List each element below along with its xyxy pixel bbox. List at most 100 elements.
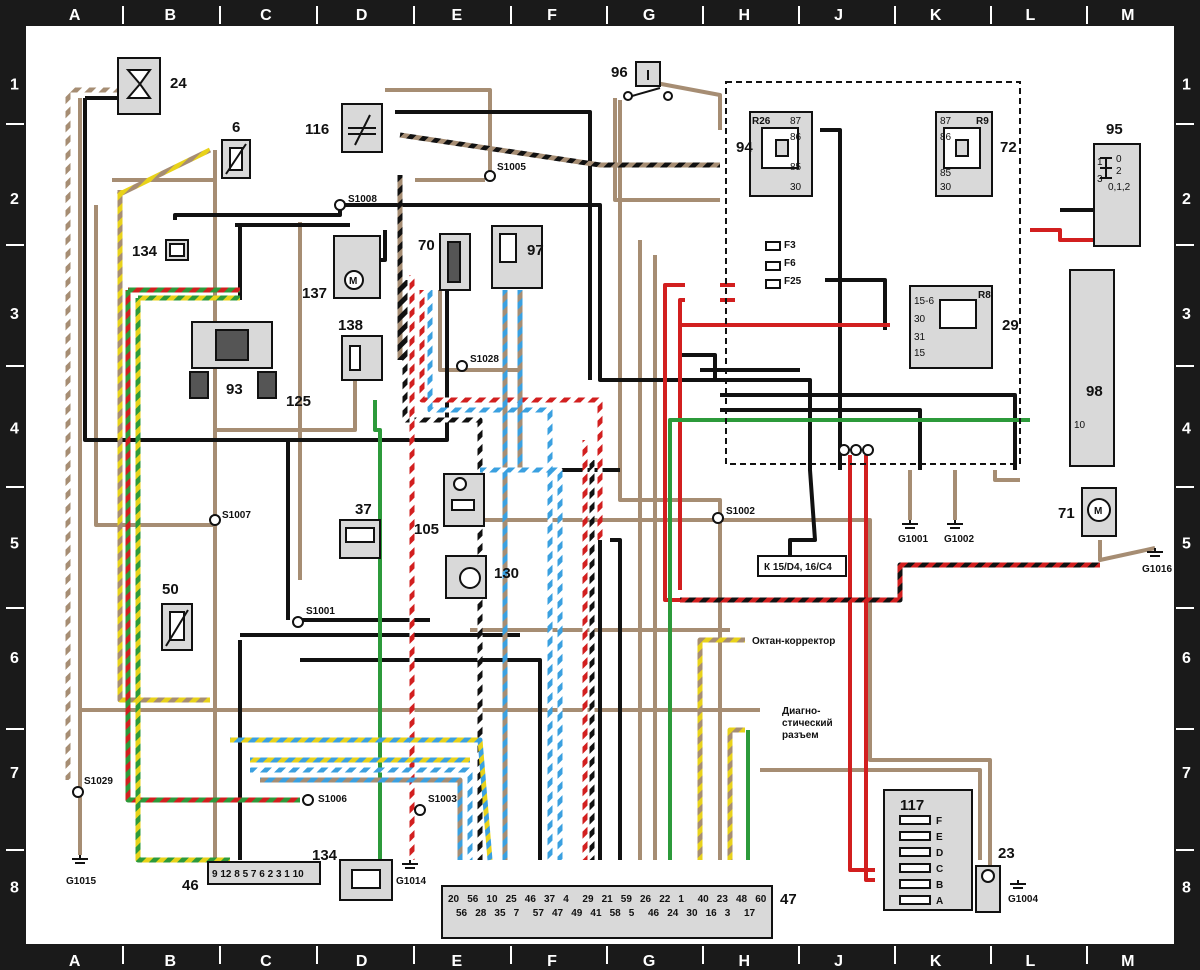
connector-47-pin: 22 — [659, 894, 671, 905]
component-97[interactable]: 97 — [491, 225, 544, 289]
relay-94[interactable]: R26 87 86 85 30 94 — [736, 111, 813, 197]
connector-117-pin-F: F — [936, 816, 942, 827]
relay-r26-pin-30: 30 — [790, 182, 802, 193]
grid-row-6-left: 6 — [10, 650, 19, 667]
grid-column-M-top: M — [1121, 7, 1134, 24]
connector-117-pin-A: A — [936, 896, 943, 907]
connector-47-pin: 29 — [582, 894, 594, 905]
relay-box-outline — [725, 81, 1021, 465]
component-93[interactable]: 93 — [189, 321, 273, 399]
diagnostic-connector-label-3: разъем — [782, 730, 819, 741]
connector-47-pin: 49 — [571, 908, 583, 919]
splice-s1028: S1028 — [470, 354, 499, 365]
component-134-bottom[interactable]: 134 — [312, 847, 393, 901]
component-24[interactable]: 24 — [117, 57, 187, 115]
switch-95[interactable]: 0 1 2 3 0,1,2 95 — [1093, 121, 1141, 247]
label-130: 130 — [494, 565, 519, 582]
label-70: 70 — [418, 237, 435, 254]
diagnostic-connector-label-2: стический — [782, 718, 833, 729]
component-70[interactable]: 70 — [418, 233, 471, 291]
component-116[interactable]: 116 — [305, 103, 383, 153]
component-23[interactable]: 23 — [975, 845, 1015, 913]
relay-r9-pin-86: 86 — [940, 132, 952, 143]
connector-47-pin: 37 — [544, 894, 556, 905]
connector-47-pin: 41 — [590, 908, 602, 919]
connector-46-pins: 9 12 8 5 7 6 2 3 1 10 — [212, 869, 304, 880]
connector-47-pin: 57 — [533, 908, 545, 919]
fuse-f25: F25 — [784, 276, 802, 287]
component-6[interactable]: 6 — [221, 119, 251, 179]
component-130[interactable]: 130 — [445, 555, 519, 599]
fuse-f3: F3 — [784, 240, 796, 251]
grid-row-4-left: 4 — [10, 421, 19, 438]
reference-box: К 15/D4, 16/C4 — [757, 555, 847, 577]
grid-column-H-bottom: H — [739, 953, 751, 970]
grid-column-L-top: L — [1026, 7, 1036, 24]
label-23: 23 — [998, 845, 1015, 862]
label-46: 46 — [182, 877, 199, 894]
motor-71[interactable]: M 71 — [1058, 487, 1117, 537]
connector-47-pin: 7 — [514, 908, 520, 919]
component-96[interactable]: 96 — [611, 61, 673, 101]
ground-g1015: G1015 — [66, 876, 96, 887]
connector-117-pin-slot — [899, 847, 931, 857]
relay-r9-pin-85: 85 — [940, 168, 952, 179]
ecu-98[interactable]: 98 10 — [1069, 269, 1115, 467]
connector-117-pin-E: E — [936, 832, 943, 843]
label-50: 50 — [162, 581, 179, 598]
grid-column-B-top: B — [165, 7, 177, 24]
relay-r26-pin-86: 86 — [790, 132, 802, 143]
label-105: 105 — [414, 521, 439, 538]
connector-47-pin: 16 — [706, 908, 718, 919]
component-37[interactable]: 37 — [339, 501, 381, 559]
label-97: 97 — [527, 242, 544, 259]
label-93: 93 — [226, 381, 243, 398]
relay-72[interactable]: R9 87 86 85 30 72 — [935, 111, 1017, 197]
label-72: 72 — [1000, 139, 1017, 156]
relay-r9-pin-30: 30 — [940, 182, 952, 193]
grid-row-1-left: 1 — [10, 76, 19, 93]
label-137: 137 — [302, 285, 327, 302]
connector-46[interactable]: 9 12 8 5 7 6 2 3 1 10 46 — [182, 861, 321, 894]
relay-r9-label: R9 — [976, 116, 989, 127]
component-138[interactable]: 138 — [338, 317, 383, 381]
fuse-block[interactable]: F3 F6 F25 — [765, 240, 802, 289]
label-47: 47 — [780, 891, 797, 908]
grid-column-L-bottom: L — [1026, 953, 1036, 970]
grid-column-F-top: F — [547, 7, 557, 24]
connector-47-pin: 60 — [755, 894, 767, 905]
grid-column-E-bottom: E — [452, 953, 463, 970]
relay-29[interactable]: R8 15-6 30 31 15 29 — [909, 285, 1019, 369]
grid-row-5-right: 5 — [1182, 535, 1191, 552]
grid-row-4-right: 4 — [1182, 421, 1191, 438]
switch-95-pos-3: 3 — [1097, 174, 1103, 185]
component-50[interactable]: 50 — [161, 581, 193, 651]
connector-47-pin: 59 — [621, 894, 633, 905]
grid-column-G-bottom: G — [643, 953, 655, 970]
label-96: 96 — [611, 64, 628, 81]
connector-47-pin: 26 — [640, 894, 652, 905]
ground-g1001: G1001 — [898, 534, 928, 545]
connector-47-pin: 5 — [629, 908, 635, 919]
component-137[interactable]: M 137 — [302, 235, 381, 302]
label-134-top: 134 — [132, 243, 158, 260]
component-125[interactable]: 125 — [257, 371, 311, 410]
connector-47-pin: 23 — [717, 894, 729, 905]
label-71: 71 — [1058, 505, 1075, 522]
grid-column-M-bottom: M — [1121, 953, 1134, 970]
connector-47-pin: 40 — [698, 894, 710, 905]
fuse-f6: F6 — [784, 258, 796, 269]
grid-column-A-bottom: A — [69, 953, 81, 970]
grid-row-2-left: 2 — [10, 191, 19, 208]
component-105[interactable]: 105 — [414, 473, 485, 538]
component-134-top[interactable]: 134 — [132, 239, 189, 261]
octane-corrector-label: Октан-корректор — [752, 636, 835, 647]
splice-labels: S1005 S1008 S1028 S1007 S1002 S1001 S102… — [84, 162, 755, 805]
grid-row-6-right: 6 — [1182, 650, 1191, 667]
grid-column-K-bottom: K — [930, 953, 942, 970]
